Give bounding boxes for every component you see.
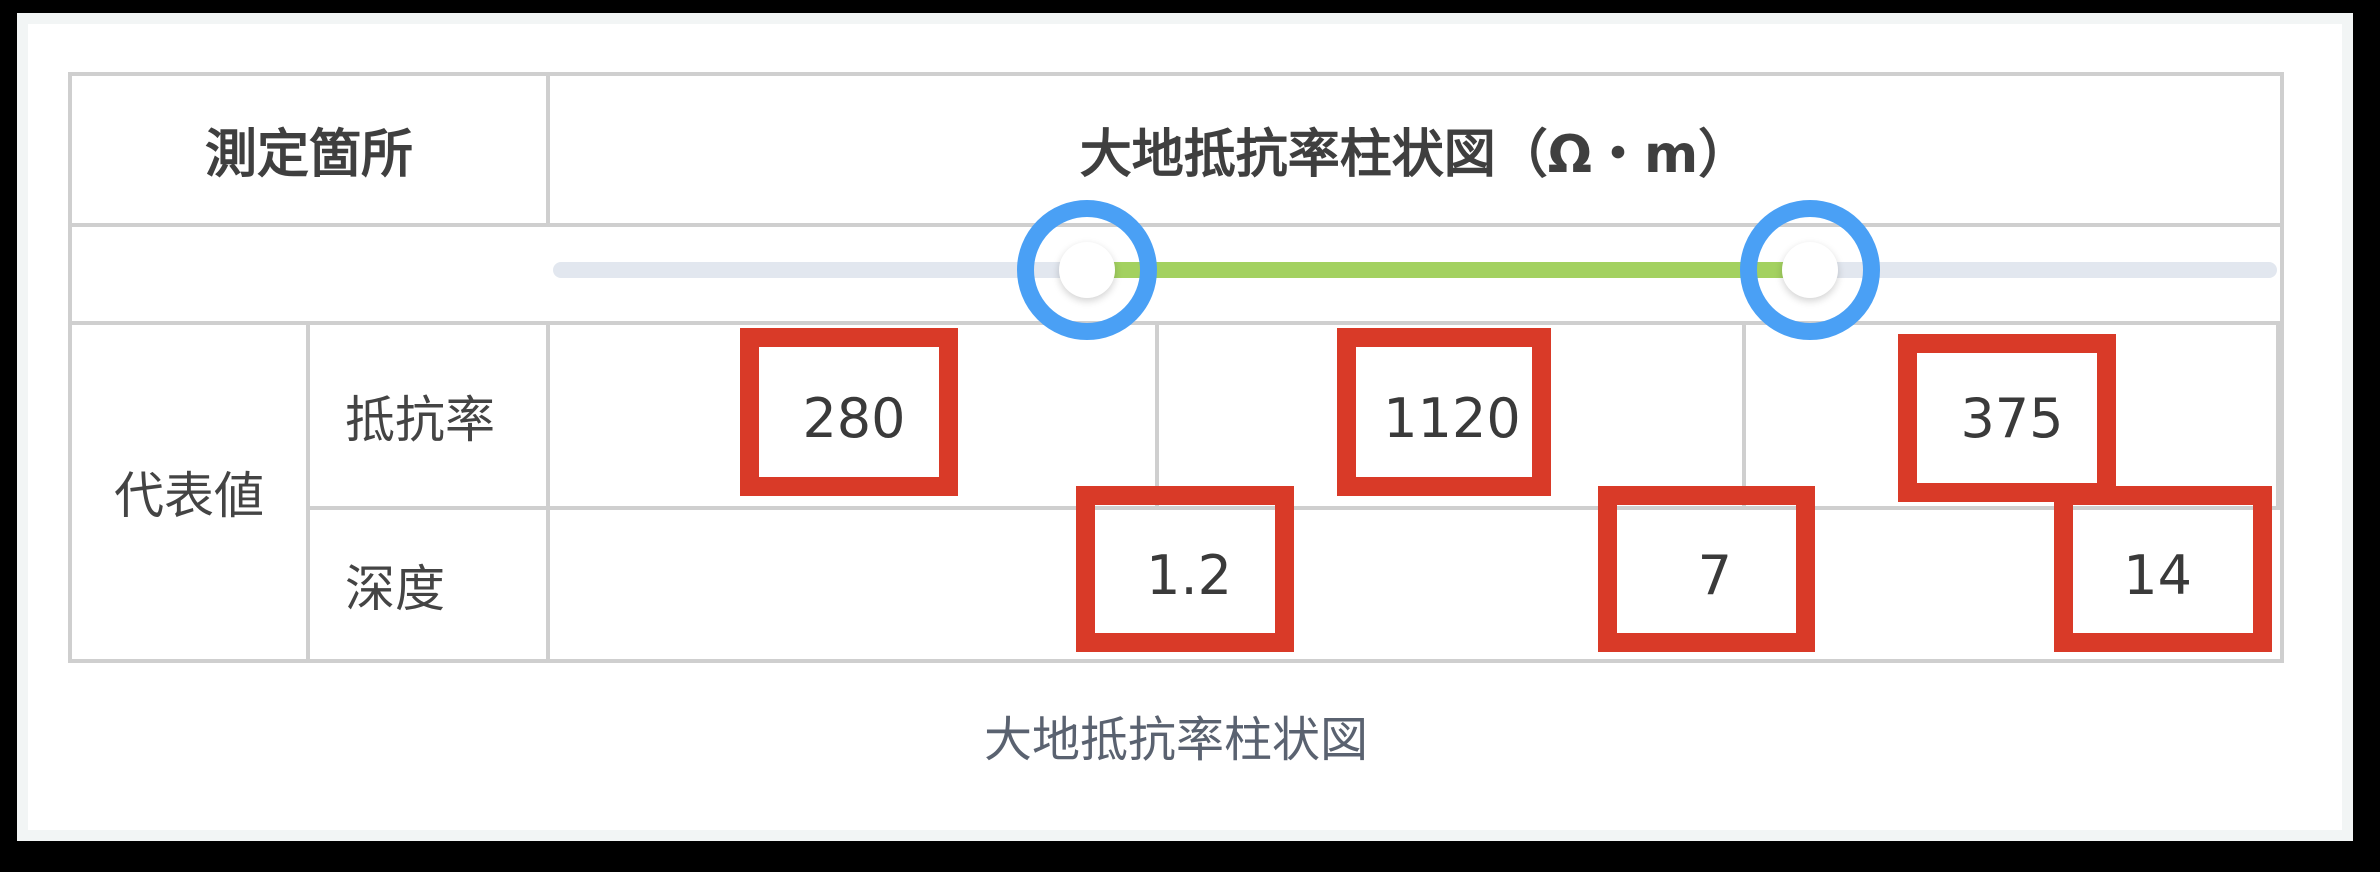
- header-col-divider: [546, 72, 550, 225]
- row-label-depth: 深度: [345, 559, 445, 618]
- resistivity-col-divider-1: [1155, 323, 1159, 508]
- highlight-box-resistivity-2: [1337, 328, 1551, 496]
- label-col-divider: [546, 323, 550, 661]
- depth-value: 7: [1697, 543, 1732, 607]
- table-border-left: [68, 72, 72, 663]
- content-panel: [28, 24, 2342, 830]
- header-chart-title: 大地抵抗率柱状図（Ω・m）: [1079, 125, 1751, 185]
- highlight-box-resistivity-1: [740, 328, 958, 496]
- resistivity-value: 280: [802, 386, 906, 450]
- highlight-circle-upper-handle: [1740, 200, 1880, 340]
- resistivity-col-divider-3: [2276, 323, 2280, 508]
- highlight-box-depth-1: [1076, 486, 1294, 652]
- resistivity-value: 375: [1960, 386, 2064, 450]
- value-row-divider: [308, 506, 2284, 510]
- row-group-label: 代表値: [114, 467, 264, 525]
- chart-caption: 大地抵抗率柱状図: [983, 712, 1368, 768]
- depth-value: 14: [2123, 543, 2192, 607]
- header-row-divider: [68, 223, 2284, 227]
- highlight-box-depth-2: [1598, 486, 1815, 652]
- resistivity-value: 1120: [1383, 386, 1521, 450]
- depth-value: 1.2: [1146, 543, 1232, 607]
- row-label-resistivity: 抵抗率: [345, 390, 495, 449]
- slider-row-divider: [68, 321, 2284, 325]
- header-location: 測定箇所: [204, 125, 413, 185]
- table-border-bottom: [68, 659, 2284, 663]
- group-col-divider: [306, 323, 310, 661]
- table-border-right: [2280, 72, 2284, 663]
- highlight-box-depth-3: [2054, 486, 2272, 652]
- resistivity-col-divider-2: [1742, 323, 1746, 508]
- table-border-top: [68, 72, 2284, 76]
- slider-selected-range[interactable]: [1087, 262, 1810, 278]
- highlight-circle-lower-handle: [1017, 200, 1157, 340]
- highlight-box-resistivity-3: [1898, 334, 2116, 502]
